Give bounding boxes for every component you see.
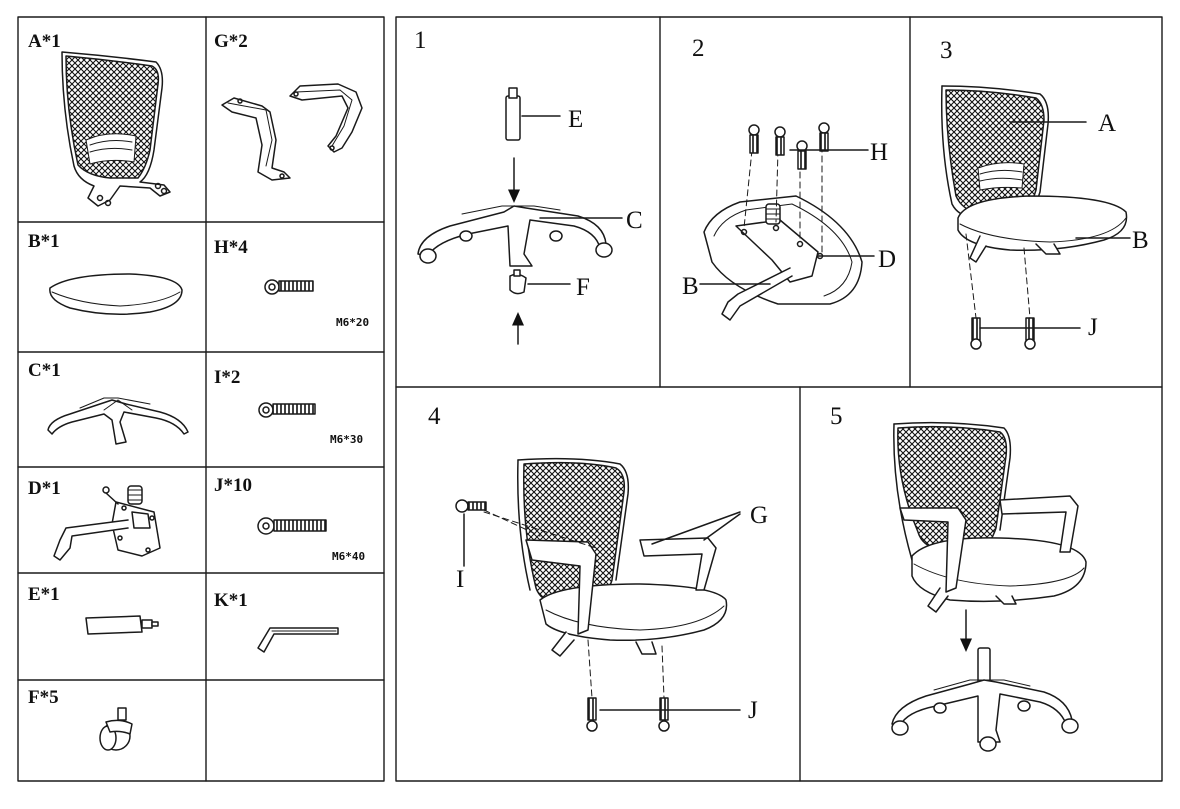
step-2-number: 2 [692,35,705,62]
part-a-label: A*1 [28,31,61,52]
step-2-callout-b: B [682,273,699,300]
part-b-label: B*1 [28,231,60,252]
step-3-illustration [940,85,1131,350]
step-1-callout-e: E [568,106,584,133]
part-g-armrests-illustration [221,83,363,181]
part-i-spec: M6*30 [330,433,364,446]
step-4-callout-g: G [750,502,769,529]
part-g-label: G*2 [214,31,248,52]
part-d-label: D*1 [28,478,61,499]
part-h-spec: M6*20 [336,316,370,329]
part-f-label: F*5 [28,687,59,708]
step-1-illustration [417,87,623,345]
step-1-number: 1 [414,27,427,54]
steps-frame [395,16,1163,782]
step-2-callout-d: D [878,246,897,273]
step-3-callout-b: B [1132,227,1149,254]
step-5-illustration [891,421,1087,752]
step-3-callout-j: J [1088,314,1098,341]
part-j-label: J*10 [214,475,252,496]
part-h-label: H*4 [214,237,248,258]
part-b-seat-illustration [49,273,183,315]
part-e-label: E*1 [28,584,60,605]
part-f-caster-illustration [99,707,133,751]
part-e-gas-lift-illustration [85,615,159,635]
step-4-number: 4 [428,403,441,430]
parts-list-frame [17,16,385,782]
part-h-bolt-illustration [264,279,314,295]
part-j-bolt-illustration [257,517,327,535]
part-k-allen-key-illustration [257,627,339,653]
part-d-mechanism-illustration [53,485,161,561]
part-i-bolt-illustration [258,402,316,418]
step-1-callout-f: F [576,274,590,301]
step-4-illustration [455,457,741,732]
step-5-number: 5 [830,403,843,430]
part-a-backrest-illustration [61,51,171,207]
step-1-callout-c: C [626,207,643,234]
step-2-callout-h: H [870,139,889,166]
step-2-illustration [699,122,875,321]
step-4-callout-j: J [748,697,758,724]
part-c-label: C*1 [28,360,61,381]
part-c-base-illustration [47,397,189,445]
part-k-label: K*1 [214,590,248,611]
step-3-number: 3 [940,37,953,64]
step-3-callout-a: A [1098,110,1117,137]
part-j-spec: M6*40 [332,550,366,563]
step-4-callout-i: I [456,566,465,593]
part-i-label: I*2 [214,367,241,388]
